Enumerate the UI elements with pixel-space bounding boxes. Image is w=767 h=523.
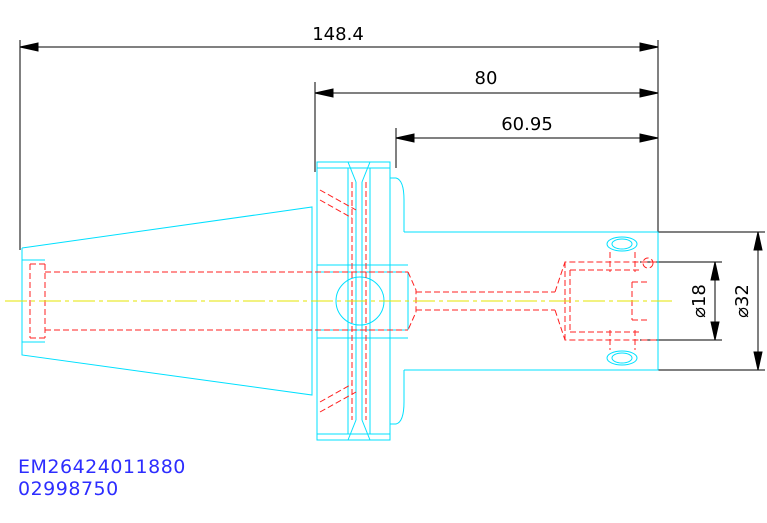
dimension-lines — [19, 40, 765, 371]
dim-bore-diameter: ⌀18 — [689, 284, 710, 318]
part-number-label: EM26424011880 — [18, 456, 186, 478]
dim-shank-length: 60.95 — [501, 114, 553, 135]
order-number-label: 02998750 — [18, 478, 119, 500]
dim-flange-to-end: 80 — [475, 68, 498, 89]
dim-outer-diameter: ⌀32 — [732, 284, 753, 318]
dim-overall-length: 148.4 — [312, 24, 364, 45]
